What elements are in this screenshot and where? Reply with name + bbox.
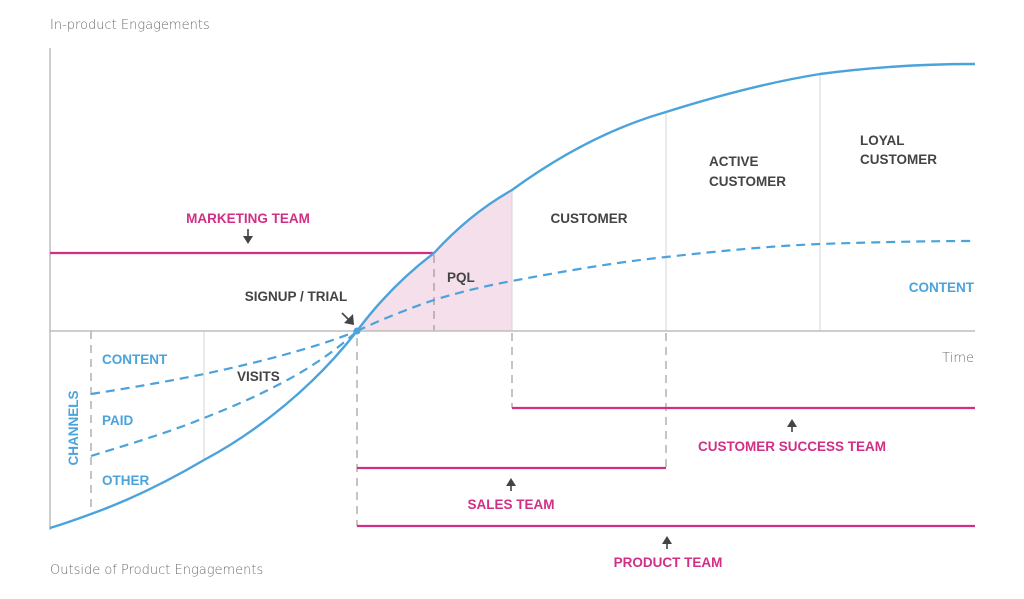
- marketing-team-label: MARKETING TEAM: [186, 211, 310, 226]
- content-right-label: CONTENT: [909, 280, 975, 295]
- stage-label-customer: CUSTOMER: [550, 211, 627, 226]
- stage-label-active-2: CUSTOMER: [709, 174, 786, 189]
- stage-label-active-1: ACTIVE: [709, 154, 759, 169]
- stage-label-pql: PQL: [447, 270, 475, 285]
- y-axis-bottom-label: Outside of Product Engagements: [50, 563, 263, 578]
- engagement-s-curve: [49, 62, 976, 530]
- stage-label-loyal-2: CUSTOMER: [860, 152, 937, 167]
- customer-success-arrow-icon: [787, 419, 797, 432]
- channel-other-label: OTHER: [102, 473, 150, 488]
- channel-content-label: CONTENT: [102, 352, 168, 367]
- visits-label: VISITS: [237, 369, 280, 384]
- product-arrow-icon: [662, 536, 672, 549]
- channel-paid-label: PAID: [102, 413, 134, 428]
- sales-team-label: SALES TEAM: [467, 497, 554, 512]
- signup-point: [353, 327, 361, 335]
- y-axis-top-label: In-product Engagements: [50, 18, 210, 33]
- x-axis-label: Time: [942, 351, 974, 366]
- sales-arrow-icon: [506, 478, 516, 491]
- stage-label-loyal-1: LOYAL: [860, 133, 905, 148]
- product-team-label: PRODUCT TEAM: [614, 555, 723, 570]
- content-channel-dashed-curve: [90, 329, 358, 396]
- signup-arrow-icon: [341, 312, 354, 325]
- stage-label-signup: SIGNUP / TRIAL: [245, 289, 348, 304]
- content-dashed-curve: [356, 239, 976, 332]
- channels-title: CHANNELS: [66, 390, 81, 465]
- marketing-arrow-icon: [243, 229, 253, 244]
- customer-success-team-label: CUSTOMER SUCCESS TEAM: [698, 439, 886, 454]
- paid-channel-dashed-curve: [90, 330, 358, 458]
